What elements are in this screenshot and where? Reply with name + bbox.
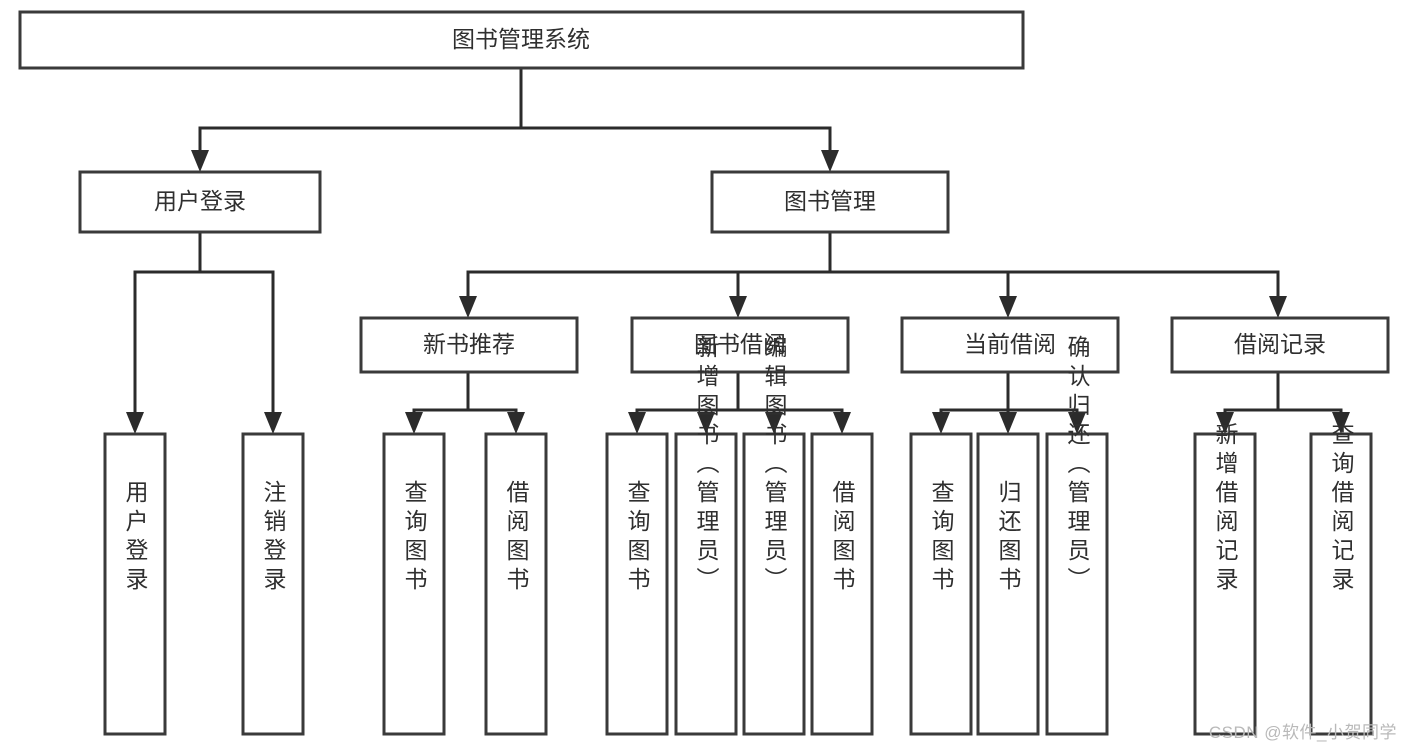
leaf-book-borrow-0[interactable]: 查询图书 [605,432,669,736]
arrow-leaf-current-2 [1068,412,1086,434]
leaf-label: 新增图书（管理员） [693,335,720,596]
node-borrow-record[interactable]: 借阅记录 [1170,316,1390,374]
arrow-leaf-user-login-1 [264,412,282,434]
leaf-box[interactable] [1193,432,1257,736]
leaf-box[interactable] [103,432,167,736]
leaf-borrow-record-0[interactable]: 新增借阅记录 [1193,422,1257,736]
node-new-book-recommend-box[interactable] [359,316,579,374]
node-book-borrow-label: 图书借阅 [694,331,786,357]
leaf-box[interactable] [810,432,874,736]
connector-group-book-manage [459,230,1287,318]
arrow-leaf-current-0 [932,412,950,434]
leaf-box[interactable] [976,432,1040,736]
arrow-to-user-login [191,150,209,172]
leaf-label: 借阅图书 [503,480,530,596]
leaf-box[interactable] [674,432,738,736]
node-user-login-box[interactable] [78,170,322,234]
node-current-borrow-box[interactable] [900,316,1120,374]
leaf-box[interactable] [241,432,305,736]
leaf-current-borrow-0[interactable]: 查询图书 [909,432,973,736]
arrow-leaf-borrow-3 [833,412,851,434]
connector-group-user-login [126,230,282,434]
node-current-borrow[interactable]: 当前借阅 [900,316,1120,374]
leaf-book-borrow-1[interactable]: 新增图书（管理员） [674,335,738,736]
connector-book-manage-to-level3 [466,230,1280,306]
leaf-label: 确认归还（管理员） [1064,335,1091,596]
arrow-leaf-user-login-0 [126,412,144,434]
leaf-box[interactable] [909,432,973,736]
arrow-to-current-borrow [999,296,1017,318]
node-current-borrow-label: 当前借阅 [964,331,1056,357]
arrow-leaf-current-1 [999,412,1017,434]
leaf-box[interactable] [1045,432,1109,736]
leaf-label: 查询图书 [928,480,955,596]
node-book-borrow[interactable]: 图书借阅 [630,316,850,374]
arrow-to-borrow-record [1269,296,1287,318]
leaf-current-borrow-1[interactable]: 归还图书 [976,432,1040,736]
node-user-login[interactable]: 用户登录 [78,170,322,234]
arrow-leaf-record-1 [1332,412,1350,434]
leaf-current-borrow-2[interactable]: 确认归还（管理员） [1045,335,1109,736]
connector-user-login-to-leaves [133,230,275,422]
arrow-leaf-borrow-0 [628,412,646,434]
node-root-box[interactable] [18,10,1025,70]
leaf-box[interactable] [1309,432,1373,736]
arrow-leaf-borrow-2 [765,412,783,434]
arrow-leaf-recommend-0 [405,412,423,434]
leaf-user-login-1[interactable]: 注销登录 [241,432,305,736]
connector-group-root [191,66,839,172]
node-borrow-record-label: 借阅记录 [1234,331,1326,357]
leaf-box[interactable] [484,432,548,736]
connector-group-current-borrow [932,370,1086,434]
connector-group-book-borrow [628,370,851,434]
leaf-label: 查询图书 [401,480,428,596]
arrow-to-new-book-recommend [459,296,477,318]
connector-group-new-book-recommend [405,370,525,434]
arrow-leaf-recommend-1 [507,412,525,434]
node-borrow-record-box[interactable] [1170,316,1390,374]
leaf-label: 注销登录 [260,480,287,596]
leaf-new-book-recommend-1[interactable]: 借阅图书 [484,432,548,736]
leaf-box[interactable] [605,432,669,736]
leaf-label: 归还图书 [995,480,1022,596]
node-root-label: 图书管理系统 [452,26,590,52]
leaf-label: 用户登录 [122,480,149,596]
node-book-manage[interactable]: 图书管理 [710,170,950,234]
arrow-to-book-borrow [729,296,747,318]
leaf-book-borrow-2[interactable]: 编辑图书（管理员） [742,335,806,736]
leaf-borrow-record-1[interactable]: 查询借阅记录 [1309,422,1373,736]
leaf-label: 查询图书 [624,480,651,596]
leaf-book-borrow-3[interactable]: 借阅图书 [810,432,874,736]
node-root[interactable]: 图书管理系统 [18,10,1025,70]
leaf-label: 新增借阅记录 [1212,422,1239,596]
node-user-login-label: 用户登录 [154,188,246,214]
connector-root-to-level2 [198,66,832,160]
node-book-borrow-box[interactable] [630,316,850,374]
connector-borrow-record-to-leaves [1223,370,1343,422]
leaf-label: 借阅图书 [829,480,856,596]
leaf-label: 编辑图书（管理员） [761,335,788,596]
leaf-box[interactable] [382,432,446,736]
leaf-new-book-recommend-0[interactable]: 查询图书 [382,432,446,736]
arrow-to-book-manage [821,150,839,172]
connector-book-borrow-to-leaves [635,370,844,422]
node-book-manage-box[interactable] [710,170,950,234]
connector-new-book-recommend-to-leaves [412,370,518,422]
node-new-book-recommend[interactable]: 新书推荐 [359,316,579,374]
leaf-box[interactable] [742,432,806,736]
leaf-user-login-0[interactable]: 用户登录 [103,432,167,736]
connector-group-borrow-record [1216,370,1350,434]
arrow-leaf-borrow-1 [697,412,715,434]
arrow-leaf-record-0 [1216,412,1234,434]
watermark-label: CSDN @软件_小贺同学 [1208,723,1397,742]
node-new-book-recommend-label: 新书推荐 [423,331,515,357]
node-book-manage-label: 图书管理 [784,188,876,214]
leaf-label: 查询借阅记录 [1328,422,1355,596]
